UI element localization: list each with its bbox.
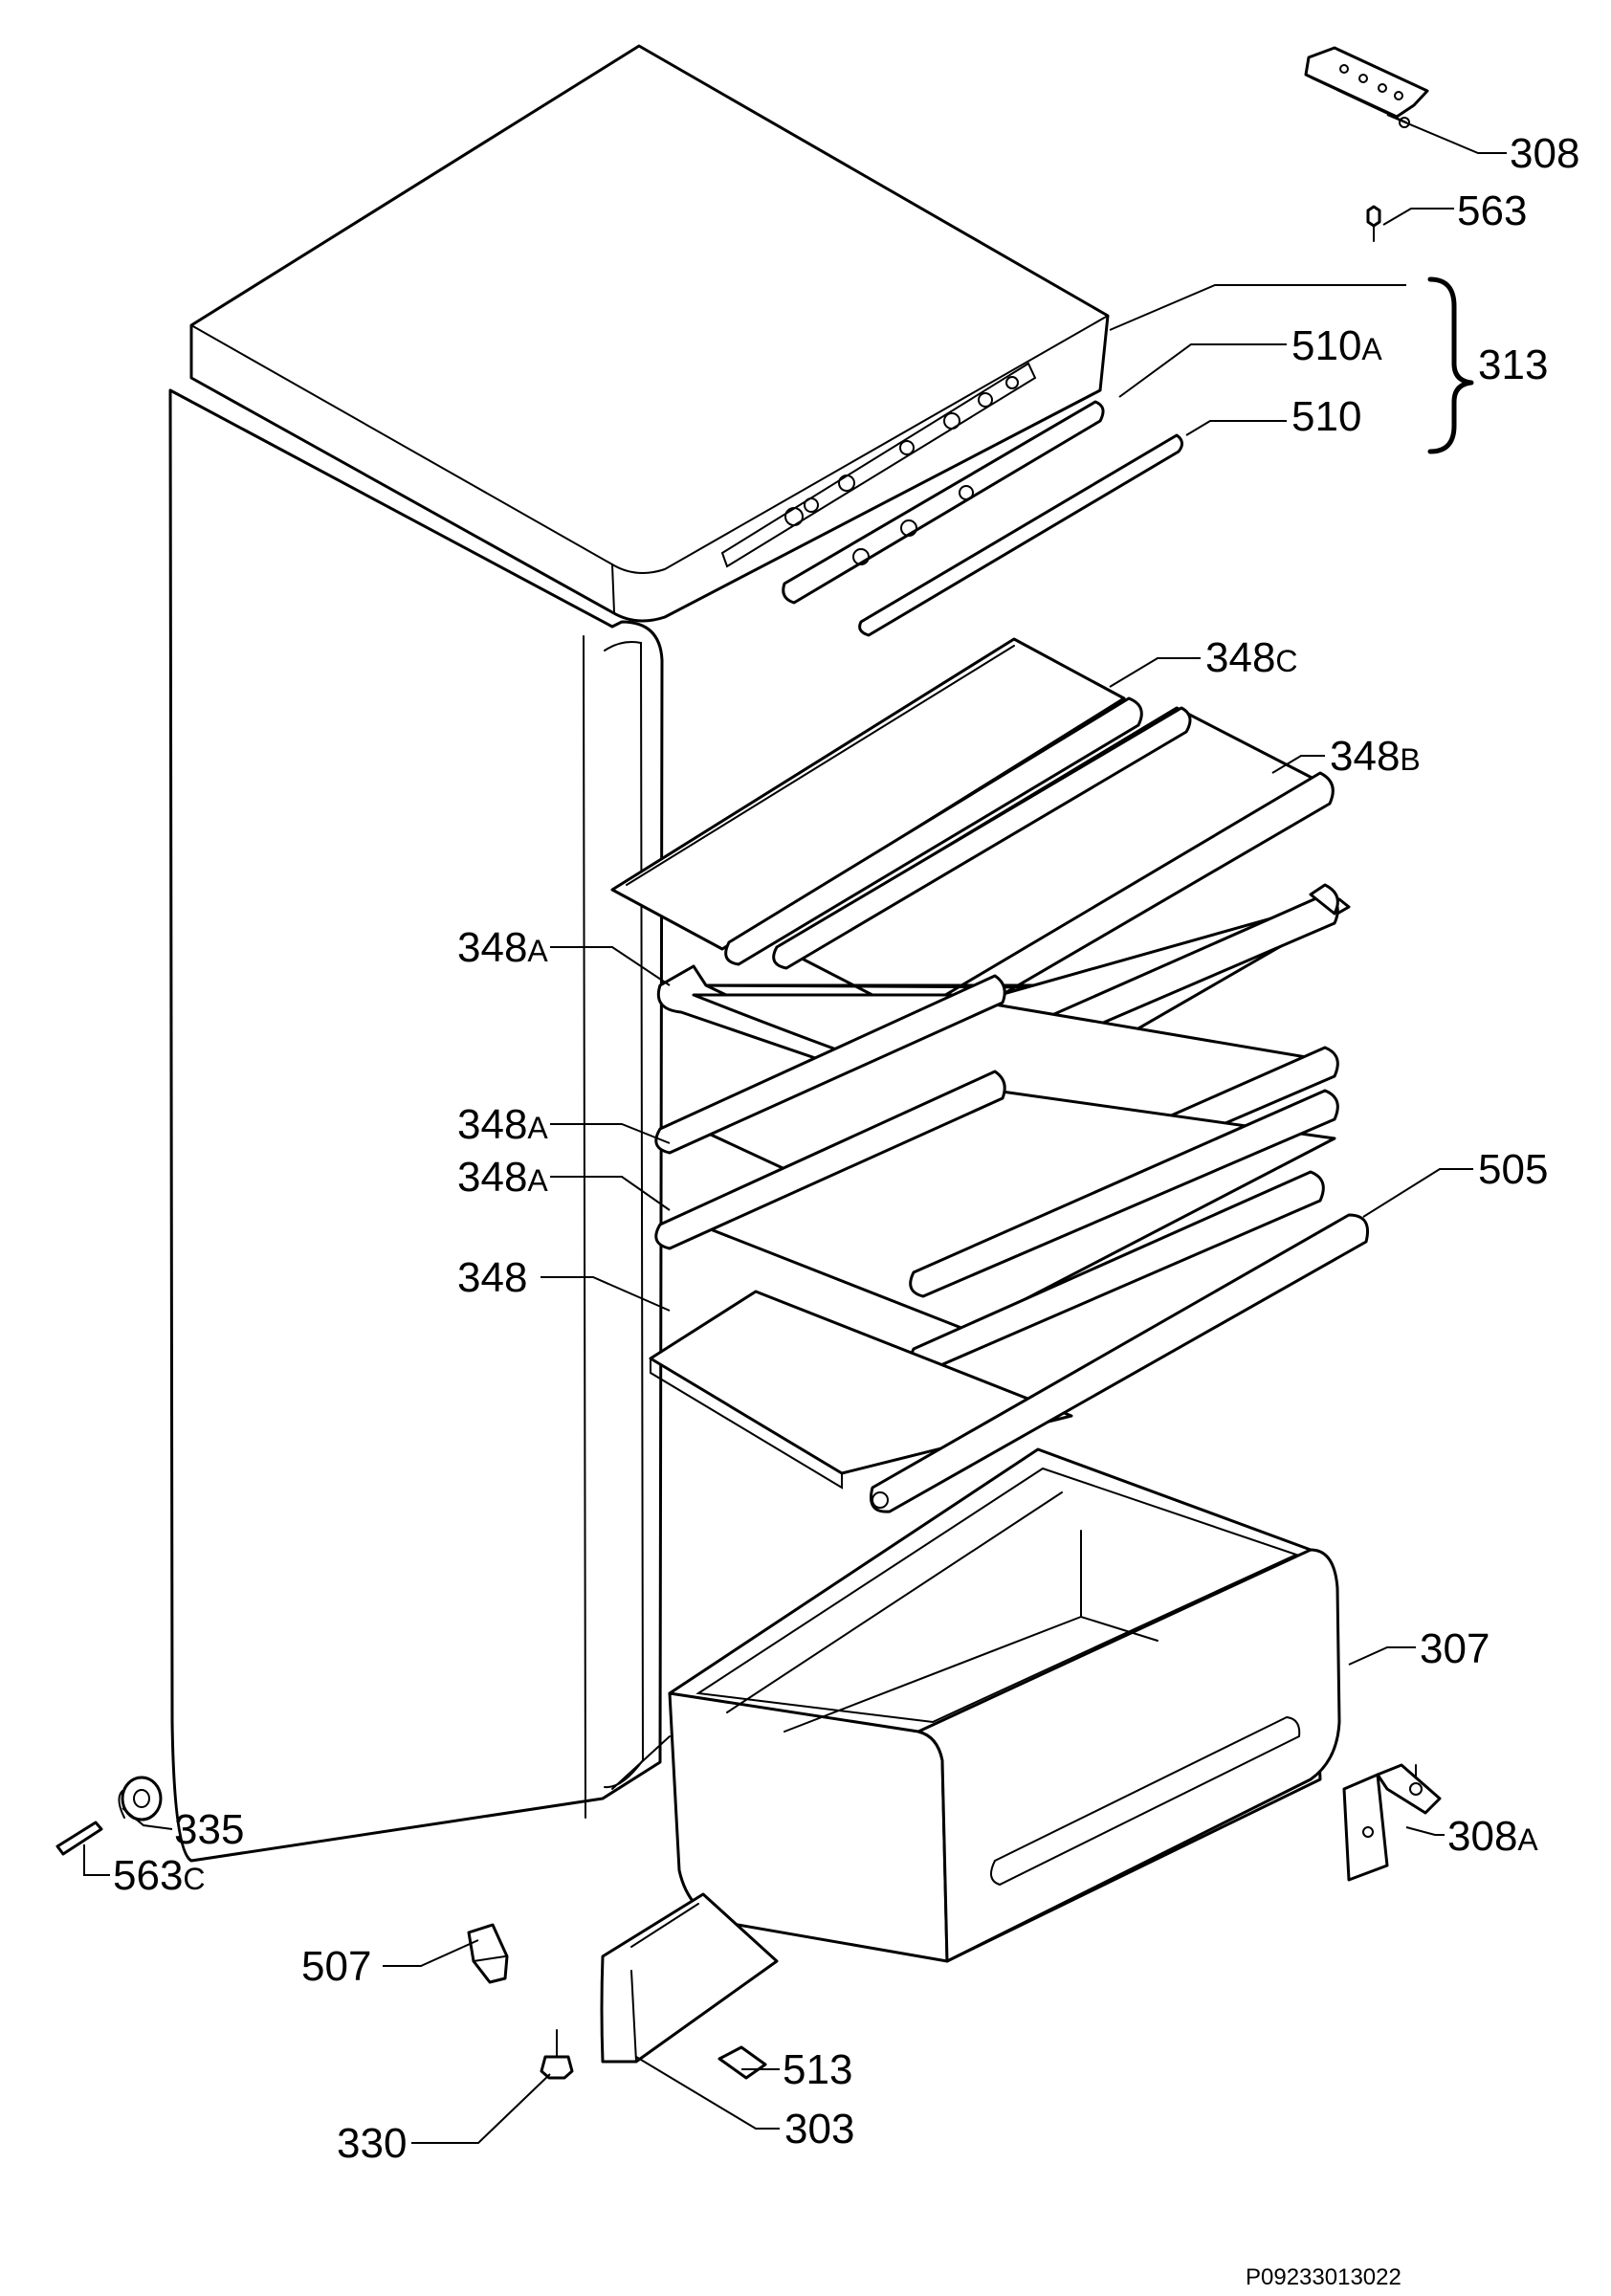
label-507: 507 [301,1943,371,1990]
label-335: 335 [174,1806,244,1853]
cabinet-body [168,388,671,1863]
glass-shelf-348 [649,1290,1073,1490]
label-513: 513 [783,2046,852,2093]
label-348c: 348C [1205,634,1298,681]
clip-507 [467,1923,509,1984]
hinge-308a [1342,1763,1442,1882]
shelf-rail-505 [870,1213,1369,1513]
pin-563c [55,1821,103,1856]
shelf-348c [610,637,1143,966]
label-303: 303 [784,2106,854,2152]
label-505: 505 [1478,1146,1548,1193]
foot-335 [118,1776,163,1821]
label-348a-3: 348A [457,1154,548,1201]
label-563c: 563C [113,1852,206,1899]
label-308: 308 [1510,130,1579,177]
shelf-348a-3 [654,1070,1339,1375]
bracket-313 [1427,276,1474,454]
label-308a: 308A [1447,1813,1538,1860]
label-330: 330 [337,2120,407,2167]
bottom-grille-303 [600,1892,779,2064]
crisper-drawer [668,1447,1341,1963]
screw-563 [1366,205,1381,242]
cover-513 [717,2045,767,2080]
control-panel [782,400,1105,605]
label-510: 510 [1291,393,1361,440]
callout-labels: 308 563 510A 510 313 348C 348B 348A 348A… [113,130,1579,2167]
adjustable-foot-330 [540,2029,574,2080]
label-307: 307 [1420,1625,1490,1672]
label-348a-2: 348A [457,1101,548,1148]
label-313: 313 [1478,342,1548,388]
leader-lines [83,114,1507,2144]
label-348b: 348B [1330,733,1421,780]
label-563: 563 [1457,188,1527,234]
top-cover [189,44,1110,623]
label-348a-1: 348A [457,924,548,971]
shelf-348b [772,706,1335,1040]
label-510a: 510A [1291,322,1382,369]
label-348: 348 [457,1254,527,1301]
hinge-308 [1304,46,1429,128]
drawing-code: P09233013022 [1246,2264,1401,2290]
panel-strip [858,433,1183,637]
